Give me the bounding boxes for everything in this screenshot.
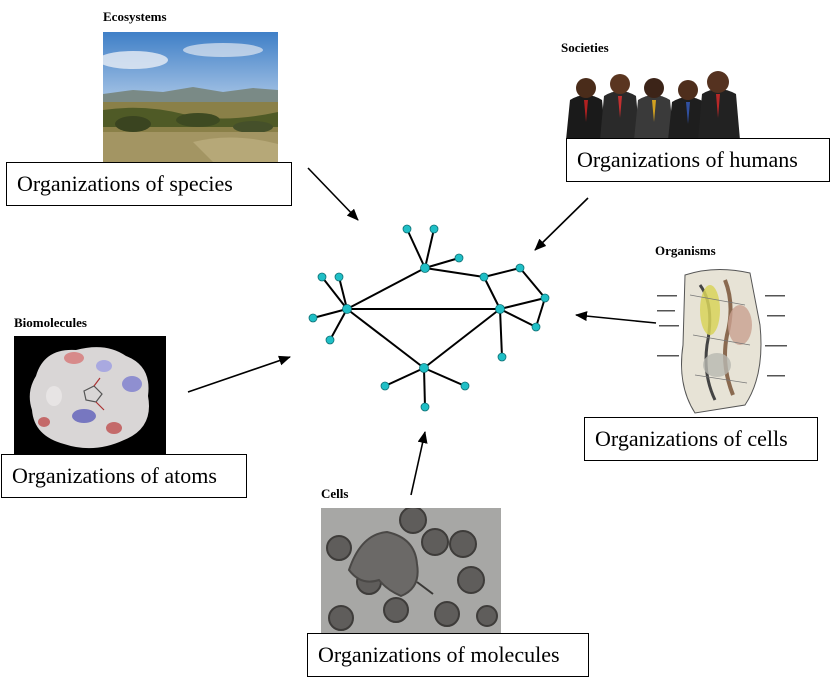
species-caption-box: Organizations of species — [6, 162, 292, 206]
network-edge-h2-b2 — [424, 228, 435, 269]
network-edge-c1-c2 — [483, 267, 521, 278]
organisms-heading: Organisms — [655, 243, 716, 258]
network-node-h1 — [342, 304, 352, 314]
cells-heading: Cells — [321, 486, 349, 501]
network-edge-h3-c3 — [499, 297, 546, 310]
network-edge-h3-c5 — [499, 308, 503, 358]
network-edge-h1-h2 — [346, 267, 426, 310]
arrow-from-societies — [534, 197, 589, 251]
ecosystems-heading: Ecosystems — [103, 9, 167, 24]
network-node-b2 — [429, 224, 439, 234]
protein-surface-render-icon — [14, 336, 166, 458]
network-node-a4 — [325, 335, 335, 345]
network-node-b3 — [454, 253, 464, 263]
network-edge-h1-h4 — [346, 308, 425, 369]
network-node-c3 — [540, 293, 550, 303]
network-edge-c2-c3 — [519, 267, 546, 299]
humans-caption-box: Organizations of humans — [566, 138, 830, 182]
network-edge-h1-a4 — [329, 308, 348, 341]
businessmen-group-photo-icon — [564, 60, 740, 140]
network-edge-h2-c1 — [424, 267, 485, 278]
network-edge-c4-h3 — [499, 308, 537, 328]
network-node-h3 — [495, 304, 505, 314]
network-node-h2 — [420, 263, 430, 273]
network-edge-h4-d1 — [384, 367, 425, 387]
societies-heading: Societies — [561, 40, 609, 55]
network-node-d2 — [420, 402, 430, 412]
biomolecules-heading: Biomolecules — [14, 315, 87, 330]
network-edge-h1-a3 — [312, 308, 348, 319]
network-node-b1 — [402, 224, 412, 234]
network-edge-h4-d3 — [423, 367, 466, 387]
arrow-from-ecosystems — [307, 167, 359, 221]
network-node-c4 — [531, 322, 541, 332]
network-node-a1 — [317, 272, 327, 282]
network-edge-h1-a2 — [338, 276, 348, 310]
network-node-h4 — [419, 363, 429, 373]
network-node-a2 — [334, 272, 344, 282]
arrow-from-cells — [410, 431, 428, 496]
network-node-d1 — [380, 381, 390, 391]
atoms-caption-box: Organizations of atoms — [1, 454, 247, 498]
network-node-c2 — [515, 263, 525, 273]
arrow-from-organisms — [575, 311, 657, 324]
cell-micrograph-icon — [321, 508, 501, 633]
network-node-d3 — [460, 381, 470, 391]
network-node-c1 — [479, 272, 489, 282]
cells-caption-box: Organizations of cells — [584, 417, 818, 461]
arrow-from-biomolecules — [187, 355, 291, 393]
landscape-photo-icon — [103, 32, 278, 162]
network-edge-h2-b3 — [424, 257, 460, 269]
network-edge-h3-c1 — [483, 276, 501, 310]
network-edge-h1-a1 — [321, 276, 348, 310]
molecules-caption-box: Organizations of molecules — [307, 633, 589, 677]
anatomy-illustration-icon — [655, 265, 790, 417]
network-node-c5 — [497, 352, 507, 362]
network-edge-h4-d2 — [423, 367, 426, 408]
network-edge-h3-h4 — [423, 308, 501, 369]
network-edge-c3-c4 — [535, 297, 546, 328]
network-edge-h2-b1 — [406, 228, 426, 269]
network-node-a3 — [308, 313, 318, 323]
